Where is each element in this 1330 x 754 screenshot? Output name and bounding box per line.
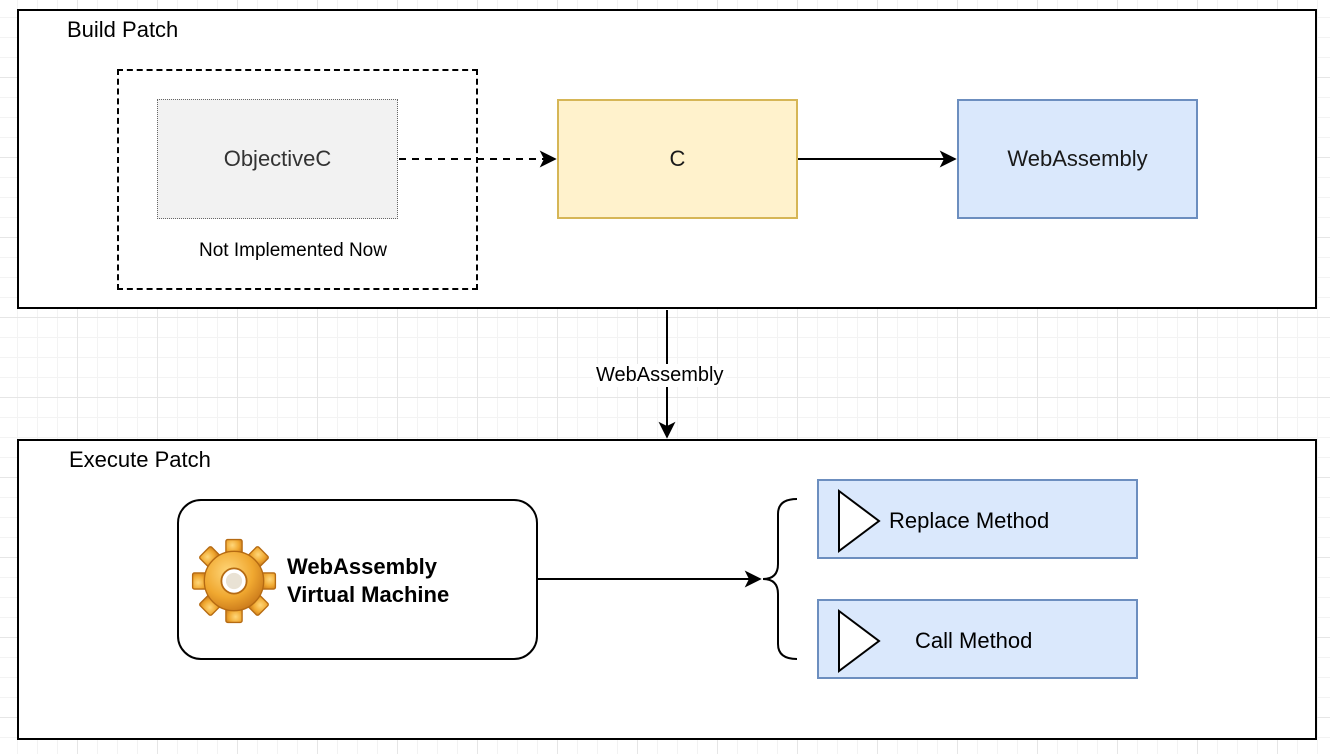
webassembly-vm-node[interactable]: WebAssembly Virtual Machine — [177, 499, 538, 660]
not-implemented-label: Not Implemented Now — [199, 240, 387, 261]
build-patch-title: Build Patch — [67, 17, 179, 42]
webassembly-node-label: WebAssembly — [1007, 146, 1148, 171]
objectivec-node-label: ObjectiveC — [223, 146, 332, 171]
objectivec-node[interactable]: ObjectiveC — [157, 99, 398, 219]
call-method-label: Call Method — [915, 628, 1033, 653]
c-node-label: C — [669, 146, 686, 171]
execute-patch-title: Execute Patch — [69, 447, 211, 472]
replace-method-node[interactable]: Replace Method — [817, 479, 1138, 559]
c-node[interactable]: C — [557, 99, 798, 219]
call-method-node[interactable]: Call Method — [817, 599, 1138, 679]
vm-label-line1: WebAssembly — [287, 554, 437, 579]
transfer-edge-label: WebAssembly — [593, 364, 727, 387]
replace-method-label: Replace Method — [889, 508, 1050, 533]
play-triangle-icon — [838, 609, 881, 673]
vm-label: WebAssembly Virtual Machine — [287, 553, 449, 609]
webassembly-node[interactable]: WebAssembly — [957, 99, 1198, 219]
not-implemented-frame — [117, 69, 478, 290]
vm-label-line2: Virtual Machine — [287, 582, 450, 607]
curly-brace — [762, 498, 798, 660]
gear-icon — [191, 538, 277, 624]
play-triangle-icon — [838, 489, 881, 553]
